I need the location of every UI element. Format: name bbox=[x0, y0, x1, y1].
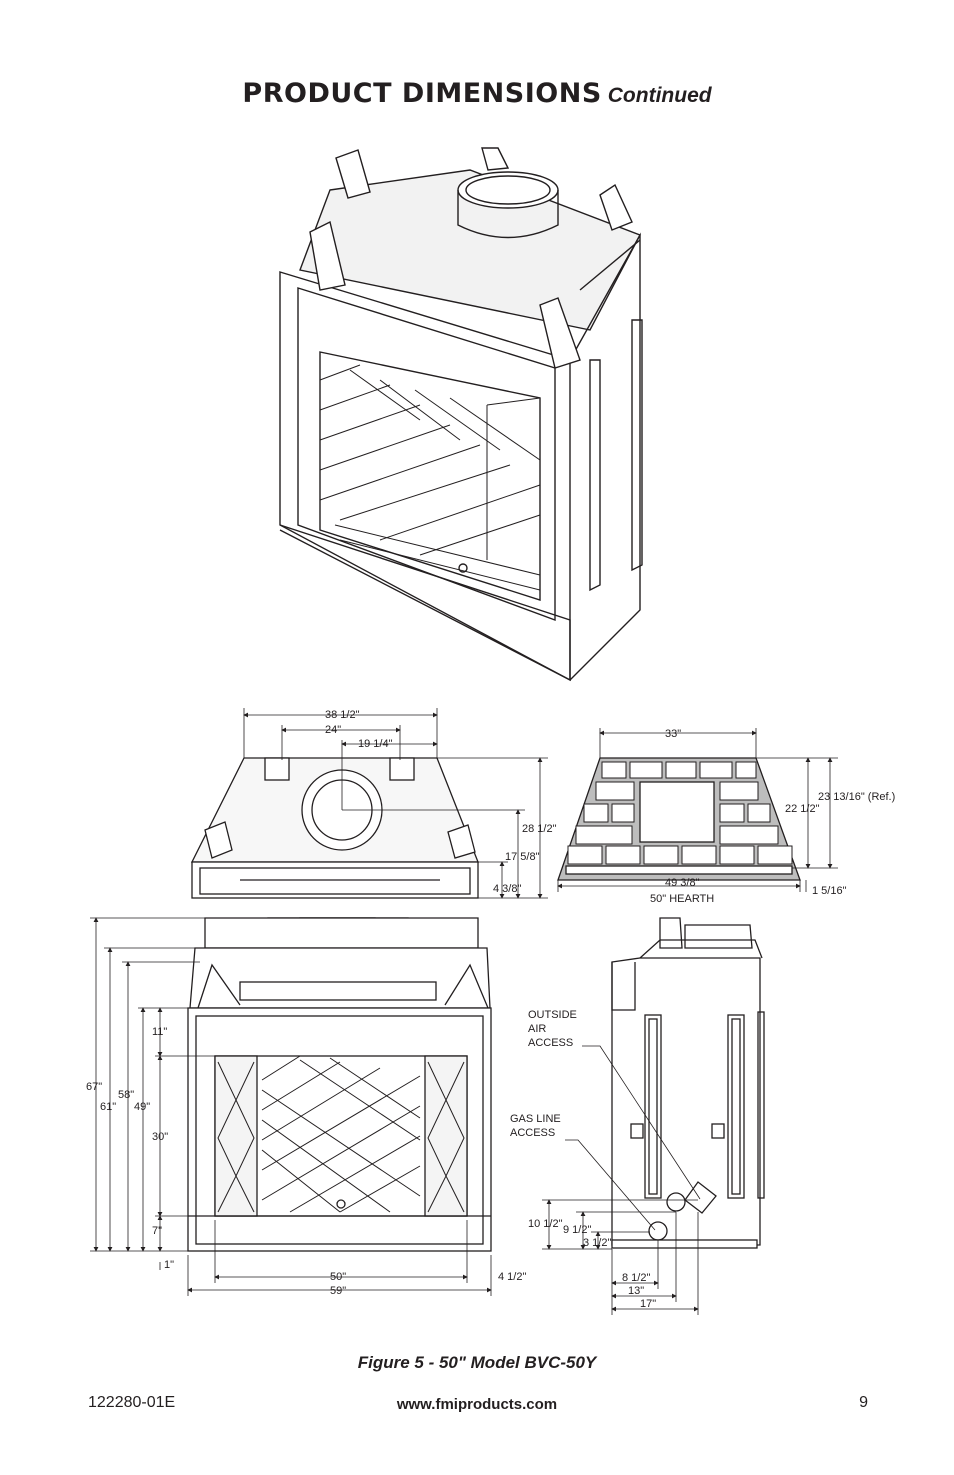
dim-59: 59" bbox=[330, 1285, 346, 1297]
dim-4-375: 4 3/8" bbox=[493, 883, 521, 895]
outside-air-line-2: AIR bbox=[528, 1023, 546, 1035]
page-number: 9 bbox=[859, 1394, 868, 1411]
dim-30: 30" bbox=[152, 1131, 168, 1143]
doc-number: 122280-01E bbox=[88, 1394, 176, 1411]
title-main: PRODUCT DIMENSIONS bbox=[242, 78, 602, 109]
front-view-labels: 67" 61" 58" 49" 11" 30" 7" 1" 50" 59" 4 … bbox=[86, 1026, 526, 1297]
dim-17-625: 17 5/8" bbox=[505, 851, 540, 863]
dim-17: 17" bbox=[640, 1298, 656, 1310]
dim-33: 33" bbox=[665, 728, 681, 740]
dim-7: 7" bbox=[152, 1225, 162, 1237]
dim-13: 13" bbox=[628, 1285, 644, 1297]
dim-4-5: 4 1/2" bbox=[498, 1271, 526, 1283]
outside-air-line-1: OUTSIDE bbox=[528, 1009, 577, 1021]
dim-67: 67" bbox=[86, 1081, 102, 1093]
dim-61: 61" bbox=[100, 1101, 116, 1113]
gas-line-line-1: GAS LINE bbox=[510, 1113, 561, 1125]
isometric-view bbox=[279, 147, 643, 682]
side-view bbox=[611, 917, 765, 1249]
dim-1-3125: 1 5/16" bbox=[812, 885, 847, 897]
dim-19-25: 19 1/4" bbox=[358, 738, 393, 750]
outside-air-access-label: OUTSIDE AIR ACCESS bbox=[528, 1009, 580, 1049]
side-view-labels: OUTSIDE AIR ACCESS GAS LINE ACCESS 10 1/… bbox=[510, 1009, 656, 1310]
dim-23-8125-label: 23 13/16" (Ref.) bbox=[818, 791, 895, 803]
dim-3-5: 3 1/2" bbox=[583, 1237, 611, 1249]
front-view-dimensions bbox=[90, 917, 492, 1296]
outside-air-line-3: ACCESS bbox=[528, 1037, 573, 1049]
figure-caption: Figure 5 - 50" Model BVC-50Y bbox=[357, 1353, 597, 1372]
dim-11: 11" bbox=[152, 1026, 167, 1038]
website-link[interactable]: www.fmiproducts.com bbox=[396, 1396, 558, 1413]
dim-22-5: 22 1/2" bbox=[785, 803, 820, 815]
dim-9-5: 9 1/2" bbox=[563, 1224, 591, 1236]
dim-49-375: 49 3/8" bbox=[665, 877, 700, 889]
top-view-dimensions bbox=[243, 708, 548, 899]
hearth-view bbox=[557, 757, 801, 881]
dim-28-5: 28 1/2" bbox=[522, 823, 557, 835]
dim-1: 1" bbox=[164, 1259, 174, 1271]
dim-58: 58" bbox=[118, 1089, 134, 1101]
dim-8-5: 8 1/2" bbox=[622, 1272, 650, 1284]
top-view-labels: 38 1/2" 24" 19 1/4" 28 1/2" 17 5/8" 4 3/… bbox=[325, 709, 557, 895]
dim-10-5: 10 1/2" bbox=[528, 1218, 563, 1230]
gas-line-line-2: ACCESS bbox=[510, 1127, 555, 1139]
dim-50: 50" bbox=[330, 1271, 346, 1283]
gas-line-access-label: GAS LINE ACCESS bbox=[510, 1113, 564, 1139]
dim-49: 49" bbox=[134, 1101, 150, 1113]
side-view-dimensions bbox=[542, 1045, 701, 1315]
top-view bbox=[190, 757, 479, 899]
front-view bbox=[187, 917, 492, 1252]
hearth-dimensions bbox=[557, 728, 838, 892]
dim-38-5: 38 1/2" bbox=[325, 709, 360, 721]
dim-24: 24" bbox=[325, 724, 341, 736]
hearth-labels: 33" 22 1/2" 23 13/16" (Ref.) 49 3/8" 50"… bbox=[650, 728, 895, 905]
hearth-label: 50" HEARTH bbox=[650, 893, 714, 905]
title-continued: Continued bbox=[607, 84, 712, 107]
